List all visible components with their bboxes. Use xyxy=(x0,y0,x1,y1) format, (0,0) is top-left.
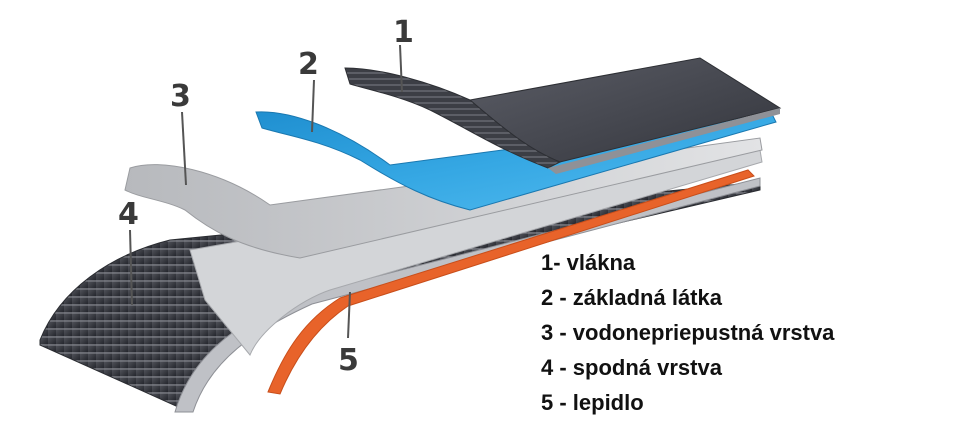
bottom-layer-edge xyxy=(174,177,761,413)
legend-item-1: 1- vlákna xyxy=(541,250,636,275)
fibers-edge-highlight xyxy=(548,108,780,174)
legend: 1- vlákna 2 - základná látka 3 - vodonep… xyxy=(541,250,835,415)
leader-line-2 xyxy=(311,79,315,133)
fibers-curl xyxy=(344,67,562,169)
legend-item-4: 4 - spodná vrstva xyxy=(541,355,723,380)
leader-line-5 xyxy=(347,291,351,339)
callout-1: 1 xyxy=(393,15,414,50)
adhesive-layer-shape xyxy=(267,169,755,395)
callout-2: 2 xyxy=(298,47,319,82)
leader-line-1 xyxy=(399,44,403,93)
legend-item-3: 3 - vodonepriepustná vrstva xyxy=(541,320,835,345)
legend-item-2: 2 - základná látka xyxy=(541,285,723,310)
callout-3: 3 xyxy=(170,79,191,114)
leader-line-3 xyxy=(181,111,187,186)
leader-line-4 xyxy=(129,229,133,306)
legend-item-5: 5 - lepidlo xyxy=(541,390,644,415)
callout-5: 5 xyxy=(338,343,359,378)
middle-grey-layer xyxy=(189,149,763,356)
callout-4: 4 xyxy=(118,197,139,232)
